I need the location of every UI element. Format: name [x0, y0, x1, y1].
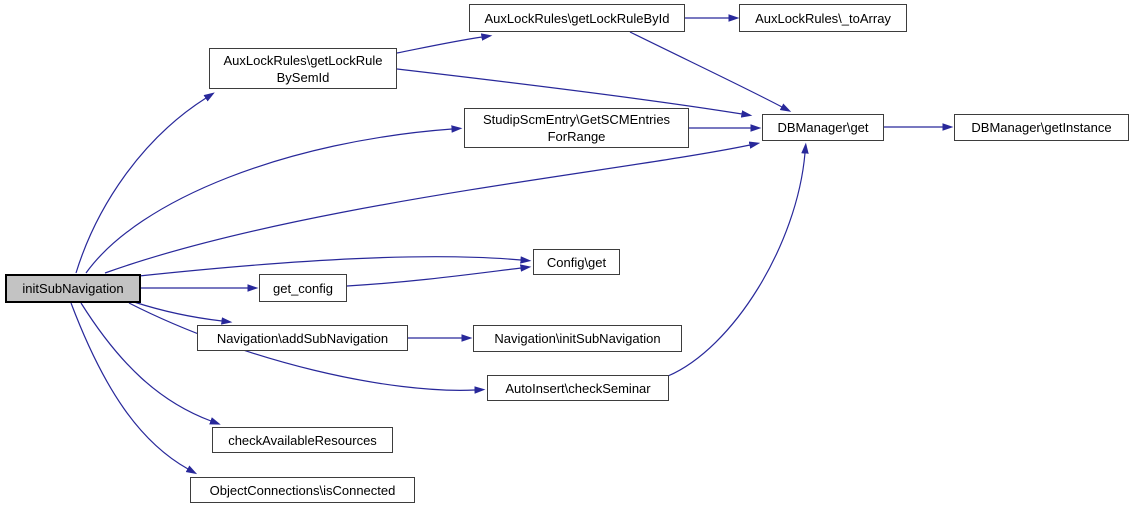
node-label: AutoInsert\checkSeminar [505, 380, 651, 396]
node-object-connections-is-connected[interactable]: ObjectConnections\isConnected [190, 477, 415, 503]
edge-checkseminar-to-dbmanagerget [667, 142, 809, 377]
node-label: Navigation\initSubNavigation [494, 331, 661, 346]
node-label: get_config [273, 280, 333, 296]
edge-init-to-configget [138, 256, 532, 277]
edge-getlockrulebysemid-to-dbmanagerget [396, 68, 753, 118]
node-to-array[interactable]: AuxLockRules\_toArray [739, 4, 907, 32]
node-db-manager-get-instance[interactable]: DBManager\getInstance [954, 114, 1129, 141]
edge-getconfig-to-configget [346, 264, 532, 287]
node-label: AuxLockRules\getLockRuleById [484, 10, 670, 26]
node-label: initSubNavigation [22, 281, 124, 296]
edge-getlockrulebyid-to-dbmanagerget [629, 31, 792, 112]
node-get-lock-rule-by-sem-id[interactable]: AuxLockRules\getLockRule BySemId [209, 48, 397, 89]
node-db-manager-get[interactable]: DBManager\get [762, 114, 884, 141]
node-config-get[interactable]: Config\get [533, 249, 620, 275]
node-label: checkAvailableResources [228, 432, 377, 448]
node-label: AuxLockRules\getLockRule [223, 52, 383, 68]
node-label: BySemId [276, 69, 330, 85]
edge-init-to-checkavailableresources [80, 302, 221, 425]
node-init-sub-navigation: initSubNavigation [5, 274, 141, 303]
node-label: AuxLockRules\_toArray [755, 10, 891, 26]
node-check-available-resources[interactable]: checkAvailableResources [212, 427, 393, 453]
node-navigation-add-sub-navigation[interactable]: Navigation\addSubNavigation [197, 325, 408, 351]
node-label: ForRange [547, 129, 606, 144]
edge-init-to-isconnected [70, 302, 198, 475]
node-get-scm-entries-for-range[interactable]: StudipScmEntry\GetSCMEntries ForRange [464, 108, 689, 148]
node-auto-insert-check-seminar[interactable]: AutoInsert\checkSeminar [487, 375, 669, 401]
edge-init-to-getlockrulebysemid [75, 92, 215, 274]
edge-init-to-dbmanagerget [104, 141, 761, 274]
node-label: StudipScmEntry\GetSCMEntries [482, 112, 671, 127]
edge-init-to-getscmentries [85, 125, 463, 274]
node-get-lock-rule-by-id[interactable]: AuxLockRules\getLockRuleById [469, 4, 685, 32]
node-get-config[interactable]: get_config [259, 274, 347, 302]
node-label: Config\get [546, 254, 607, 270]
node-label: Navigation\addSubNavigation [216, 330, 389, 346]
edge-getlockrulebysemid-to-getlockrulebyid [396, 33, 493, 54]
node-navigation-init-sub-navigation[interactable]: Navigation\initSubNavigation [473, 325, 682, 352]
edge-init-to-addsubnavigation [133, 301, 233, 325]
node-label: DBManager\getInstance [971, 120, 1112, 135]
edge-init-to-checkseminar [128, 302, 486, 394]
node-label: ObjectConnections\isConnected [209, 482, 396, 498]
node-label: DBManager\get [777, 120, 869, 135]
